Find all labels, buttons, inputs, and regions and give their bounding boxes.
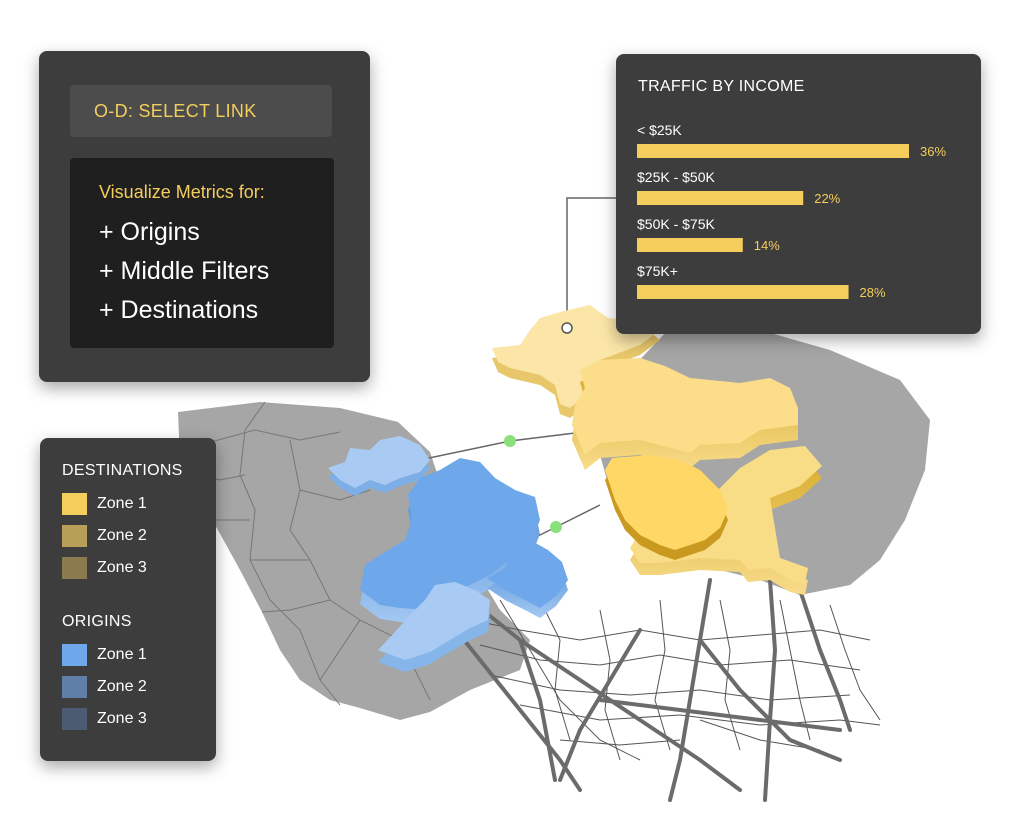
legend-label: Zone 2 bbox=[97, 527, 147, 544]
income-bar[interactable] bbox=[637, 238, 743, 252]
select-link-title-bar[interactable]: O-D: SELECT LINK bbox=[70, 85, 332, 137]
legend-swatch bbox=[62, 676, 87, 698]
metric-middle-filters[interactable]: + Middle Filters bbox=[99, 257, 270, 285]
street-network bbox=[469, 599, 881, 761]
origin-zones bbox=[328, 436, 568, 672]
origin-zone-east bbox=[487, 540, 568, 608]
major-roads bbox=[438, 578, 852, 802]
income-bar[interactable] bbox=[637, 285, 849, 299]
legend-panel: DESTINATIONS Zone 1 Zone 2 Zone 3 ORIGIN… bbox=[40, 438, 216, 761]
legend-destinations-heading: DESTINATIONS bbox=[62, 462, 183, 479]
origin-zone-main bbox=[360, 458, 540, 610]
legend-label: Zone 3 bbox=[97, 710, 147, 727]
origin-link-line-upper bbox=[409, 432, 576, 463]
income-value-label: 28% bbox=[860, 285, 886, 300]
legend-label: Zone 1 bbox=[97, 646, 147, 663]
legend-swatch bbox=[62, 644, 87, 666]
legend-swatch bbox=[62, 708, 87, 730]
income-callout-line bbox=[566, 197, 616, 328]
origin-zone-nw bbox=[328, 436, 430, 488]
destination-zones bbox=[492, 305, 822, 595]
select-link-panel: O-D: SELECT LINK Visualize Metrics for: … bbox=[39, 51, 370, 382]
legend-origin-zone-2[interactable]: Zone 2 bbox=[62, 675, 147, 699]
legend-label: Zone 1 bbox=[97, 495, 147, 512]
metric-origins[interactable]: + Origins bbox=[99, 218, 200, 246]
legend-origin-zone-1[interactable]: Zone 1 bbox=[62, 643, 147, 667]
income-bar[interactable] bbox=[637, 144, 909, 158]
traffic-by-income-panel: TRAFFIC BY INCOME < $25K 36% $25K - $50K 22… bbox=[616, 54, 981, 334]
origin-zone-south bbox=[378, 582, 490, 660]
income-category-label: < $25K bbox=[637, 122, 682, 138]
destination-zone-dark bbox=[605, 455, 728, 550]
legend-label: Zone 3 bbox=[97, 559, 147, 576]
select-link-title: O-D: SELECT LINK bbox=[94, 100, 257, 121]
income-callout-anchor[interactable] bbox=[561, 322, 573, 334]
income-value-label: 36% bbox=[920, 144, 946, 159]
legend-swatch bbox=[62, 525, 87, 547]
income-category-label: $25K - $50K bbox=[637, 169, 715, 185]
income-bar[interactable] bbox=[637, 191, 804, 205]
link-marker-upper[interactable] bbox=[504, 435, 516, 447]
link-markers bbox=[504, 322, 573, 533]
legend-swatch bbox=[62, 493, 87, 515]
metric-destinations[interactable]: + Destinations bbox=[99, 296, 259, 324]
income-value-label: 14% bbox=[754, 238, 780, 253]
legend-origins-heading: ORIGINS bbox=[62, 613, 132, 630]
legend-label: Zone 2 bbox=[97, 678, 147, 695]
legend-origin-zone-3[interactable]: Zone 3 bbox=[62, 707, 147, 731]
income-chart-title: TRAFFIC BY INCOME bbox=[638, 78, 805, 95]
income-category-label: $50K - $75K bbox=[637, 216, 715, 232]
legend-swatch bbox=[62, 557, 87, 579]
legend-destination-zone-1[interactable]: Zone 1 bbox=[62, 492, 147, 516]
link-marker-lower[interactable] bbox=[550, 521, 562, 533]
income-value-label: 22% bbox=[814, 191, 840, 206]
destination-zone-main bbox=[572, 358, 798, 455]
income-bar-chart: < $25K 36% $25K - $50K 22% $50K - $75K 14% $75… bbox=[637, 122, 946, 300]
metrics-box: Visualize Metrics for: + Origins + Middl… bbox=[70, 158, 334, 348]
income-category-label: $75K+ bbox=[637, 263, 678, 279]
legend-destination-zone-2[interactable]: Zone 2 bbox=[62, 524, 147, 548]
metrics-heading: Visualize Metrics for: bbox=[99, 182, 265, 202]
legend-destination-zone-3[interactable]: Zone 3 bbox=[62, 556, 147, 580]
